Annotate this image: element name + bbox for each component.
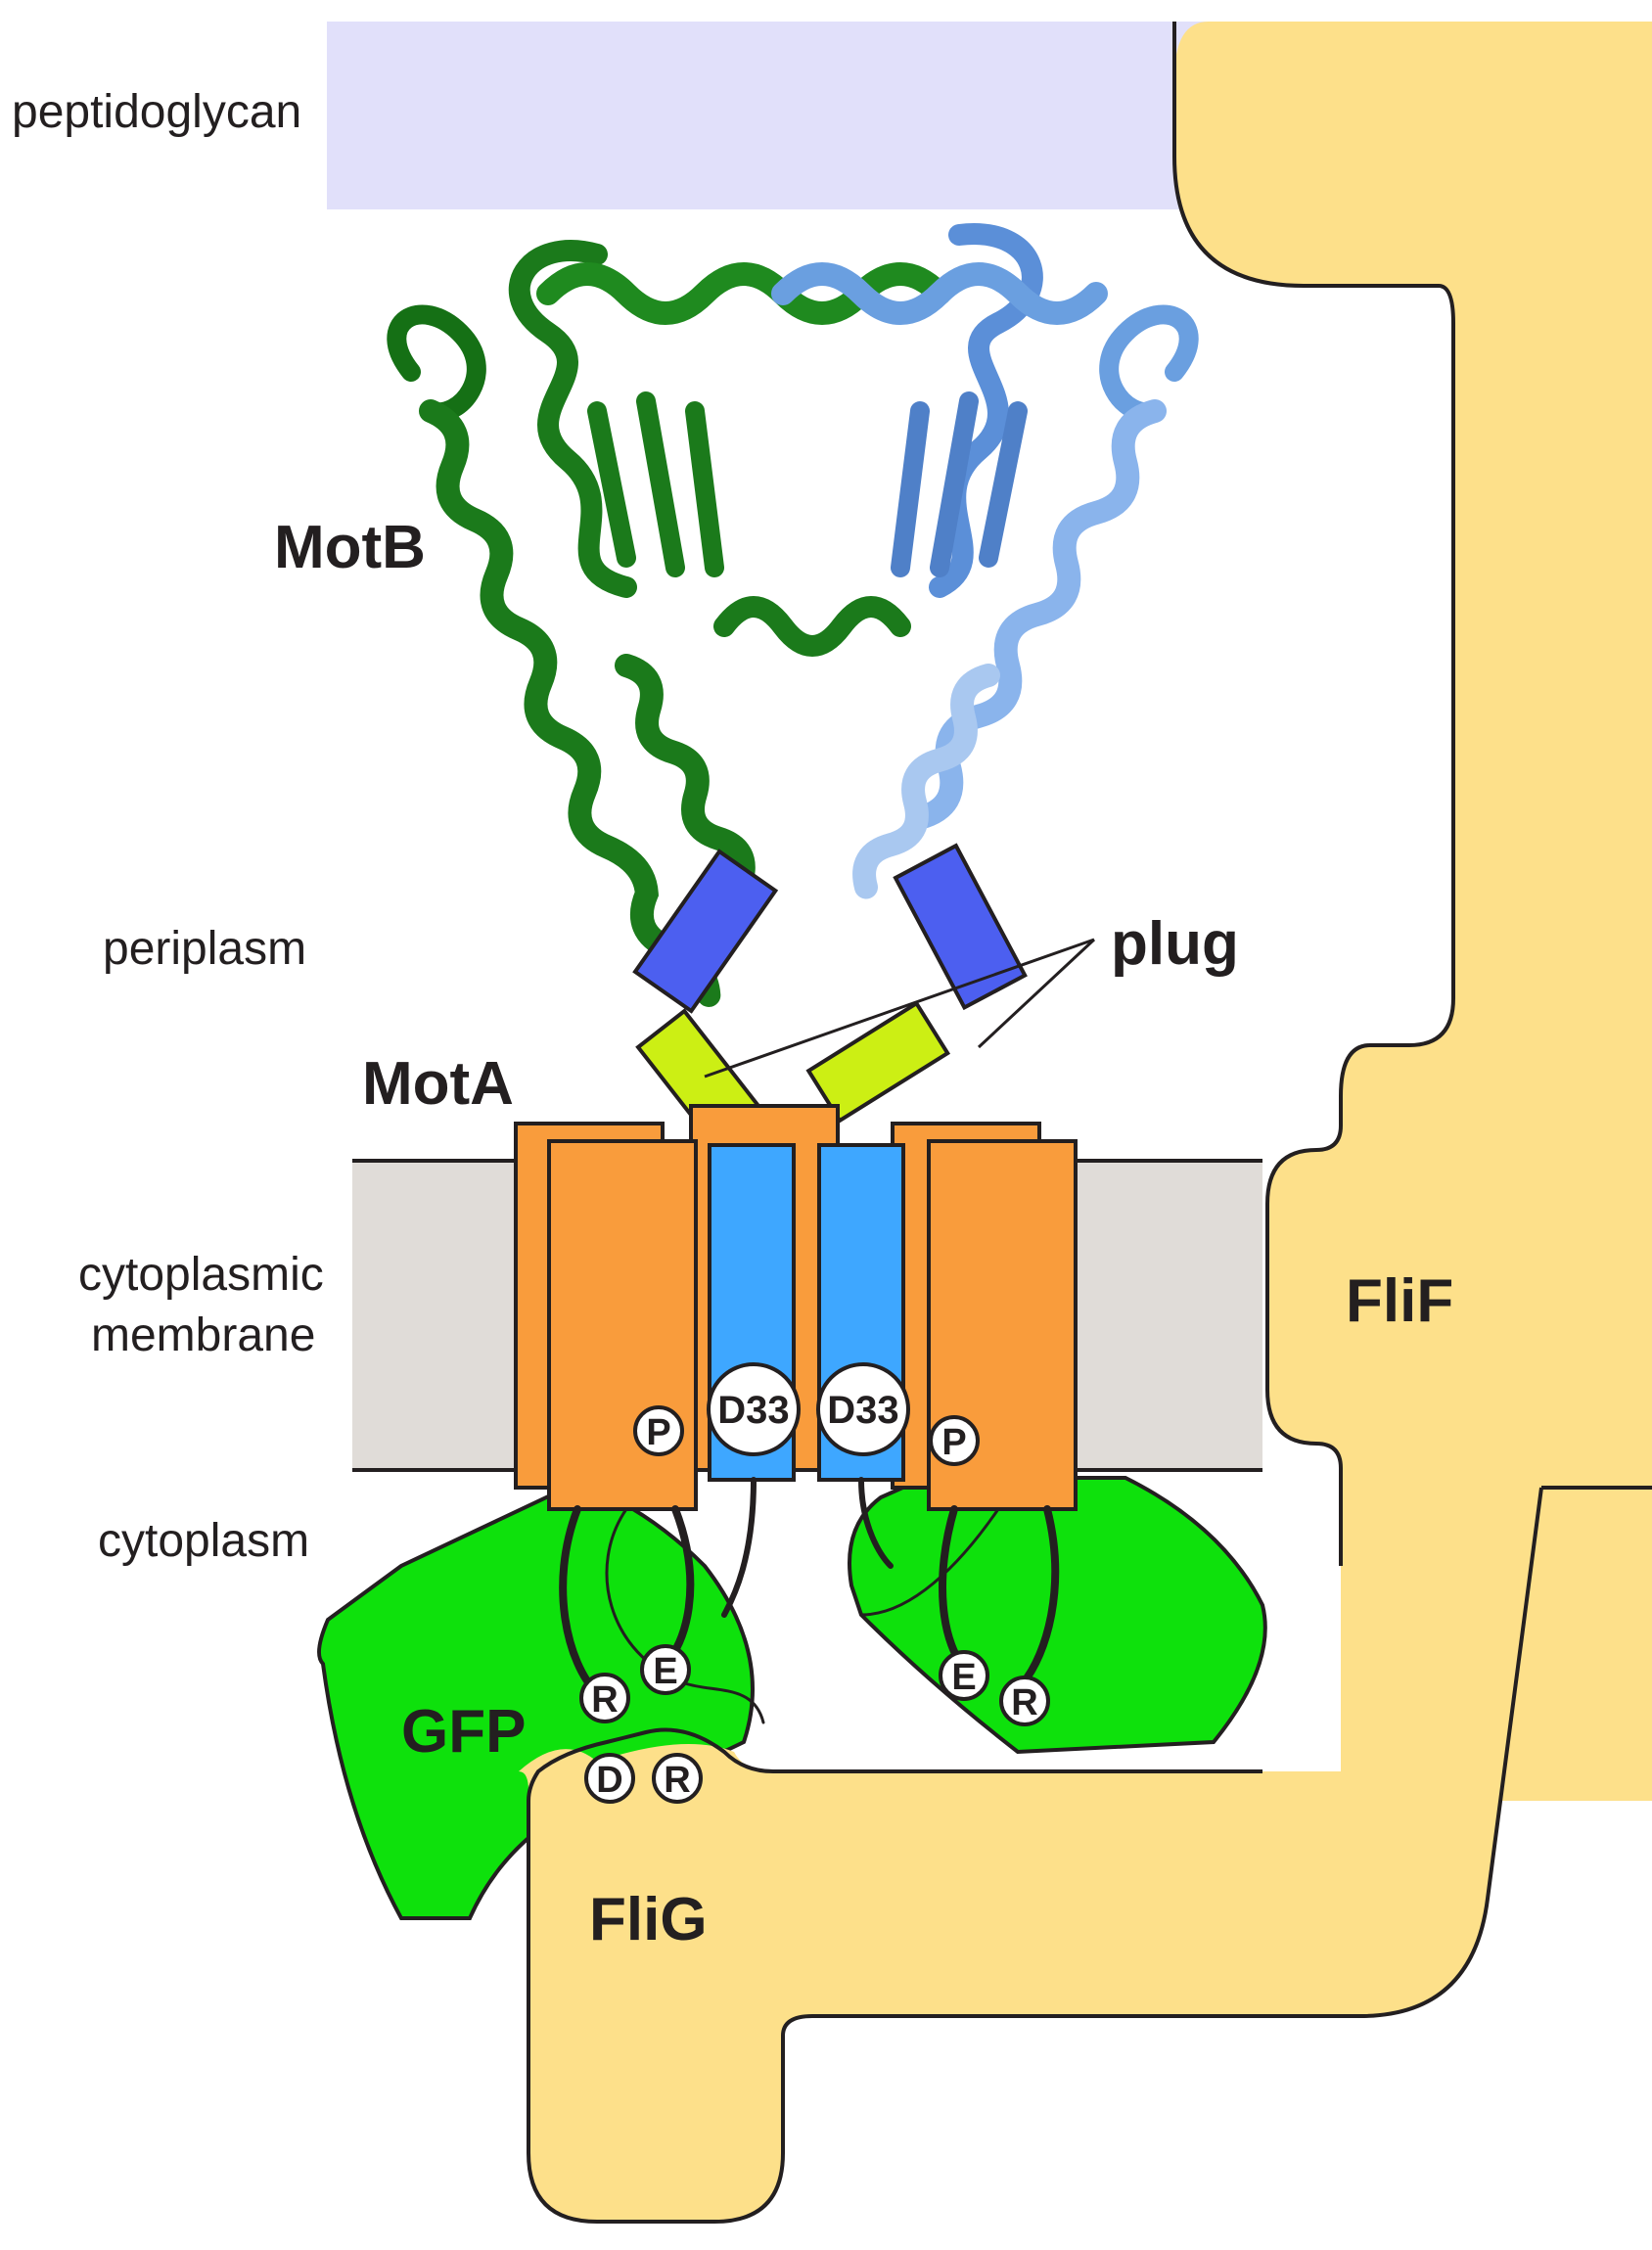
label-cytoplasm: cytoplasm bbox=[98, 1515, 309, 1567]
svg-text:D33: D33 bbox=[827, 1389, 898, 1432]
gfp-right bbox=[848, 1476, 1267, 1755]
aspartate-flig-marker: D bbox=[584, 1753, 635, 1804]
motb-left-chain bbox=[387, 240, 951, 1007]
label-flif: FliF bbox=[1346, 1267, 1453, 1335]
arginine-right-marker: R bbox=[999, 1676, 1050, 1726]
label-mota: MotA bbox=[362, 1050, 514, 1118]
label-peptidoglycan: peptidoglycan bbox=[12, 86, 301, 138]
motb-right-tail bbox=[852, 664, 1000, 899]
proline-left-marker: P bbox=[633, 1405, 684, 1456]
label-gfp: GFP bbox=[401, 1698, 526, 1766]
label-plug: plug bbox=[1111, 910, 1239, 978]
glutamate-left-marker: E bbox=[640, 1644, 691, 1695]
label-membrane: membrane bbox=[91, 1309, 315, 1361]
label-motb: MotB bbox=[274, 514, 426, 581]
motb-right-chain bbox=[771, 223, 1199, 830]
label-cytoplasmic: cytoplasmic bbox=[78, 1249, 324, 1301]
mota-front-left bbox=[547, 1139, 698, 1511]
svg-text:P: P bbox=[941, 1422, 966, 1463]
flig-shape bbox=[519, 1488, 1652, 2222]
svg-text:R: R bbox=[664, 1760, 690, 1801]
motb-left-tail bbox=[615, 654, 756, 894]
d33-left-marker: D33 bbox=[707, 1362, 801, 1456]
plug-right bbox=[805, 1000, 951, 1124]
linker-helix-left bbox=[632, 849, 779, 1014]
glutamate-right-marker: E bbox=[939, 1650, 989, 1701]
flif-outline bbox=[1172, 21, 1455, 1566]
arginine-flig-marker: R bbox=[652, 1753, 703, 1804]
label-flig: FliG bbox=[589, 1886, 708, 1953]
d33-right-marker: D33 bbox=[816, 1362, 910, 1456]
peptidoglycan-layer bbox=[327, 22, 1237, 209]
flif-shape bbox=[1174, 22, 1652, 1801]
svg-text:P: P bbox=[646, 1412, 670, 1453]
plug-callout-lines bbox=[704, 938, 1096, 1079]
svg-text:D33: D33 bbox=[717, 1389, 789, 1432]
proline-right-marker: P bbox=[929, 1415, 980, 1466]
flig-outline bbox=[527, 1487, 1543, 2224]
arginine-left-marker: R bbox=[579, 1673, 630, 1723]
svg-text:E: E bbox=[653, 1651, 677, 1692]
label-periplasm: periplasm bbox=[103, 923, 306, 975]
svg-text:R: R bbox=[1011, 1682, 1037, 1723]
svg-text:E: E bbox=[951, 1657, 976, 1698]
svg-text:D: D bbox=[596, 1760, 622, 1801]
svg-text:R: R bbox=[591, 1679, 618, 1721]
linker-helix-right bbox=[893, 843, 1028, 1011]
